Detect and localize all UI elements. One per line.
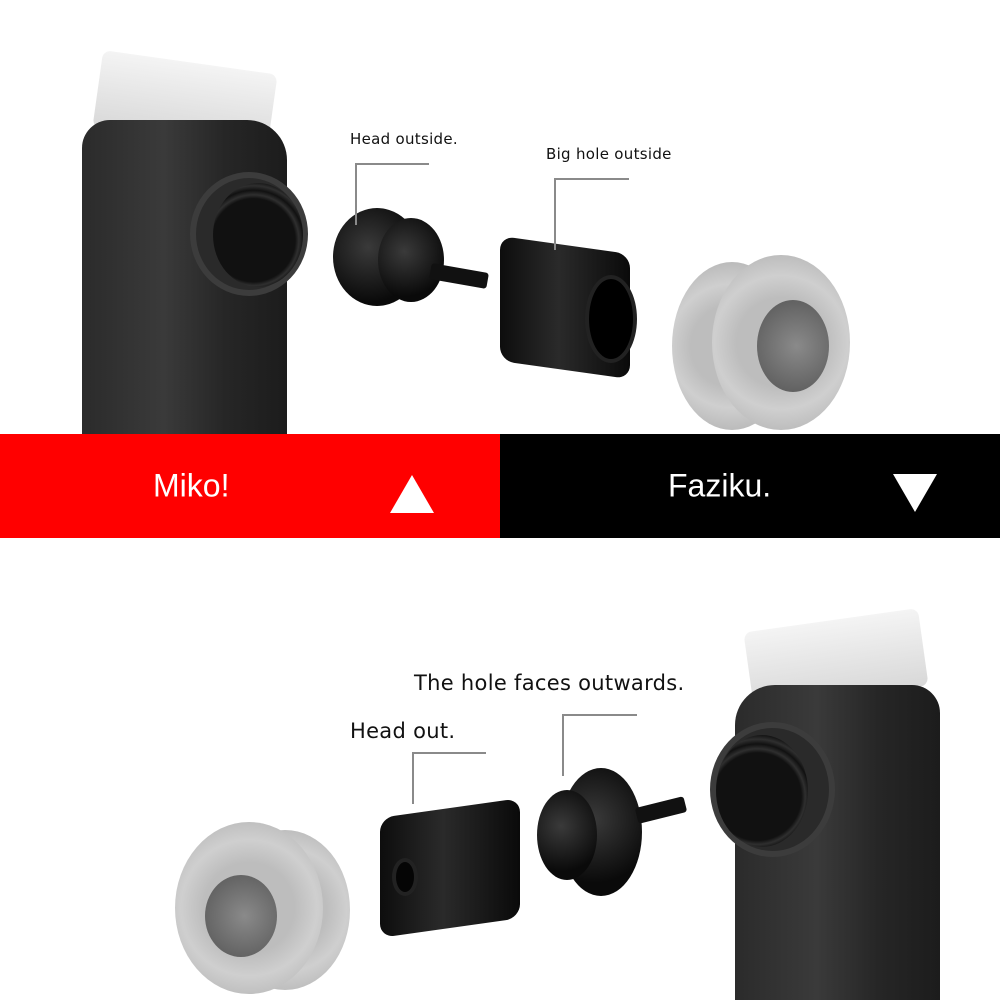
banner-incorrect-text: Faziku. <box>668 467 772 504</box>
leader-line-headout-v <box>412 752 414 804</box>
leader-line-head-v <box>355 163 357 225</box>
label-head-outside: Head outside. <box>350 130 458 148</box>
valve-pin <box>429 263 489 289</box>
banner-correct: Miko! <box>0 434 500 538</box>
triangle-up-icon <box>390 475 434 513</box>
label-big-hole-outside: Big hole outside <box>546 145 672 163</box>
leader-line-bighole-v <box>554 178 556 250</box>
orientation-banner: Miko! Faziku. <box>0 434 1000 538</box>
cap-hole <box>757 300 829 392</box>
port-opening <box>213 183 303 287</box>
leader-line-hole-v <box>562 714 564 776</box>
label-head-out: Head out. <box>350 719 456 743</box>
sleeve-hole <box>585 275 637 363</box>
leader-line-headout-h <box>413 752 486 754</box>
triangle-down-icon <box>893 474 937 512</box>
cap-hole <box>205 875 277 957</box>
port-opening <box>716 735 808 847</box>
sleeve-hole <box>392 858 418 896</box>
leader-line-hole-h <box>563 714 637 716</box>
banner-correct-text: Miko! <box>153 467 230 504</box>
leader-line-bighole-h <box>555 178 629 180</box>
valve-flange-inner <box>378 218 444 302</box>
valve-flange-front <box>537 790 597 880</box>
label-hole-faces-outwards: The hole faces outwards. <box>414 671 685 695</box>
banner-incorrect: Faziku. <box>500 434 1000 538</box>
leader-line-head-h <box>356 163 429 165</box>
valve-pin <box>634 796 688 824</box>
